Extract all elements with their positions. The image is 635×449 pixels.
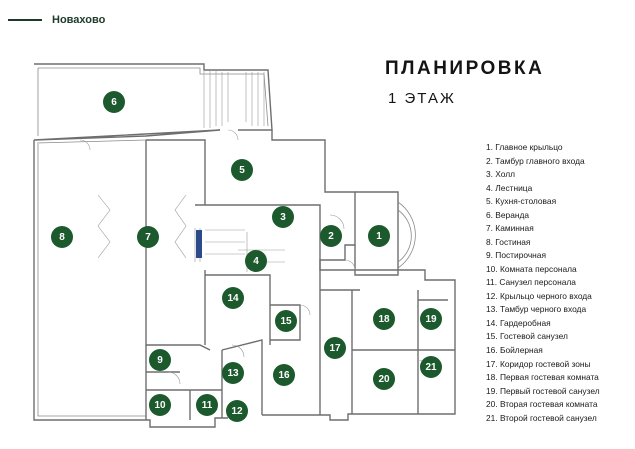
room-marker: 21 [420, 356, 442, 378]
room-marker: 14 [222, 287, 244, 309]
room-marker-circle [420, 308, 442, 330]
room-marker-circle [275, 310, 297, 332]
room-marker: 11 [196, 394, 218, 416]
room-marker: 4 [245, 250, 267, 272]
room-marker-number: 19 [425, 314, 437, 325]
room-marker-number: 20 [378, 374, 390, 385]
room-marker-circle [420, 356, 442, 378]
legend-item: 19. Первый гостевой санузел [486, 385, 600, 396]
room-marker-circle [51, 226, 73, 248]
room-marker-circle [103, 91, 125, 113]
legend-item: 16. Бойлерная [486, 344, 543, 355]
room-marker-number: 6 [111, 97, 117, 108]
room-marker: 10 [149, 394, 171, 416]
room-marker: 13 [222, 362, 244, 384]
legend-item: 7. Каминная [486, 223, 534, 234]
room-marker-circle [324, 337, 346, 359]
room-marker-circle [273, 364, 295, 386]
legend-item: 4. Лестница [486, 182, 533, 193]
room-marker: 8 [51, 226, 73, 248]
room-marker: 6 [103, 91, 125, 113]
walls [33, 63, 456, 428]
legend-item: 10. Комната персонала [486, 263, 577, 274]
legend-item: 3. Холл [486, 169, 516, 180]
room-marker: 15 [275, 310, 297, 332]
header: Новахово [8, 14, 105, 26]
room-marker-circle [137, 226, 159, 248]
room-marker-number: 14 [227, 293, 239, 304]
room-marker: 17 [324, 337, 346, 359]
legend-item: 5. Кухня-столовая [486, 196, 557, 207]
legend-item: 14. Гардеробная [486, 317, 551, 328]
room-marker-circle [149, 394, 171, 416]
room-marker: 12 [226, 400, 248, 422]
legend-item: 20. Вторая гостевая комната [486, 399, 598, 410]
location-name: Новахово [52, 14, 106, 26]
room-marker: 16 [273, 364, 295, 386]
legend-item: 11. Санузел персонала [486, 277, 576, 288]
room-marker-number: 7 [145, 232, 151, 243]
header-rule [8, 19, 42, 21]
room-marker-number: 17 [329, 343, 341, 354]
room-marker-number: 21 [425, 362, 437, 373]
room-marker-circle [373, 308, 395, 330]
room-marker-number: 11 [202, 400, 213, 411]
room-marker-number: 15 [280, 316, 292, 327]
room-marker-circle [226, 400, 248, 422]
room-marker-number: 10 [154, 400, 166, 411]
room-marker: 9 [149, 349, 171, 371]
legend-item: 15. Гостевой санузел [486, 331, 568, 342]
room-marker: 18 [373, 308, 395, 330]
legend-item: 12. Крыльцо черного входа [486, 290, 592, 301]
room-marker: 7 [137, 226, 159, 248]
room-legend: 1. Главное крыльцо 2. Тамбур главного вх… [486, 141, 600, 425]
plan-title: ПЛАНИРОВКА [385, 58, 545, 79]
room-marker: 5 [231, 159, 253, 181]
room-marker-circle [222, 287, 244, 309]
room-marker: 1 [368, 225, 390, 247]
legend-item: 2. Тамбур главного входа [486, 155, 585, 166]
room-marker-circle [272, 206, 294, 228]
room-marker-circle [222, 362, 244, 384]
room-marker-circle [320, 225, 342, 247]
room-marker-number: 8 [59, 232, 65, 243]
room-marker-number: 13 [227, 368, 239, 379]
legend-item: 9. Постирочная [486, 250, 547, 261]
room-marker: 20 [373, 368, 395, 390]
floor-title: 1 ЭТАЖ [388, 90, 456, 107]
room-marker-circle [196, 394, 218, 416]
room-marker-number: 9 [157, 355, 163, 366]
room-marker-number: 3 [280, 212, 286, 223]
room-marker: 3 [272, 206, 294, 228]
room-marker-circle [231, 159, 253, 181]
room-marker: 2 [320, 225, 342, 247]
room-marker-number: 5 [239, 165, 245, 176]
legend-item: 17. Коридор гостевой зоны [486, 358, 591, 369]
room-marker-number: 2 [328, 231, 334, 242]
room-marker-circle [368, 225, 390, 247]
room-marker-circle [245, 250, 267, 272]
legend-item: 18. Первая гостевая комната [486, 372, 599, 383]
room-marker: 19 [420, 308, 442, 330]
room-marker-number: 16 [278, 370, 290, 381]
room-marker-number: 18 [378, 314, 390, 325]
room-marker-number: 1 [376, 231, 382, 242]
room-marker-circle [149, 349, 171, 371]
legend-item: 6. Веранда [486, 209, 530, 220]
legend-item: 13. Тамбур черного входа [486, 304, 587, 315]
legend-item: 1. Главное крыльцо [486, 142, 563, 152]
room-marker-number: 12 [231, 406, 243, 417]
legend-item: 21. Второй гостевой санузел [486, 412, 597, 423]
room-marker-circle [373, 368, 395, 390]
legend-item: 8. Гостиная [486, 236, 531, 247]
room-marker-number: 4 [253, 256, 259, 267]
